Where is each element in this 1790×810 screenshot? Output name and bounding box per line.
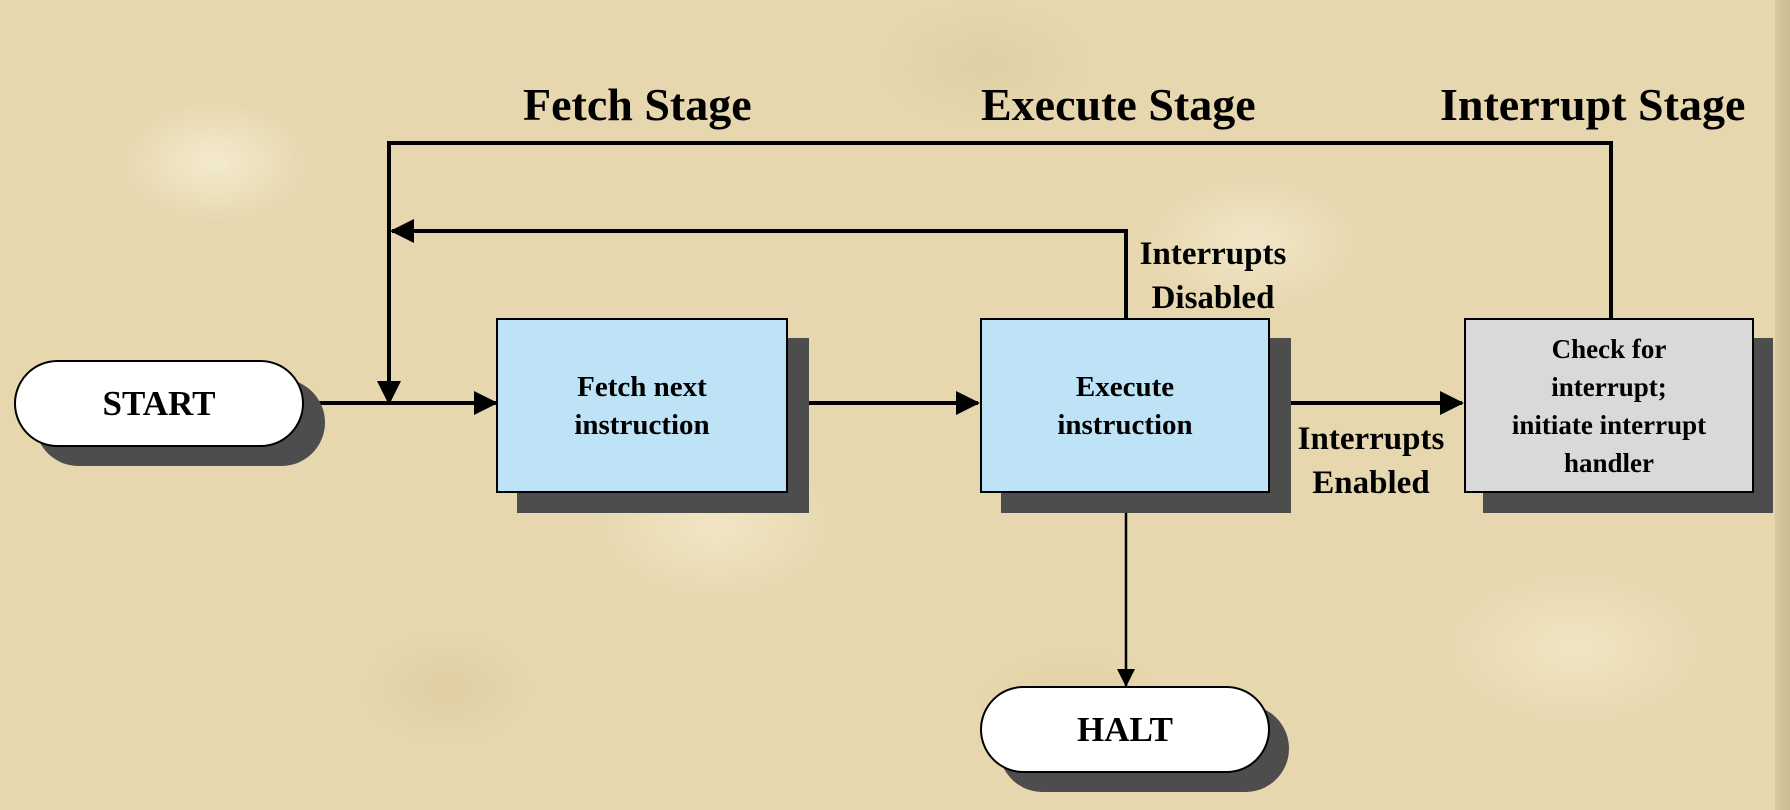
start-label: START — [14, 360, 304, 447]
execute-box-line: instruction — [1057, 408, 1193, 441]
loop-interrupts-disabled — [390, 219, 1128, 318]
halt-label: HALT — [980, 686, 1270, 773]
loop-interrupt-return — [377, 141, 1613, 405]
stage-title-fetch: Fetch Stage — [523, 79, 752, 130]
page-edge-strip — [1775, 0, 1790, 810]
edge-label-line: Enabled — [1312, 465, 1430, 501]
stage-title-interrupt: Interrupt Stage — [1440, 79, 1746, 130]
check-interrupt-line: handler — [1563, 447, 1654, 478]
check-interrupt-box-body: Check for interrupt; initiate interrupt … — [1464, 318, 1754, 493]
fetch-box-line: Fetch next — [577, 370, 707, 403]
edge-label-line: Interrupts — [1297, 421, 1445, 457]
edge-label-interrupts-disabled: Interrupts Disabled — [1128, 232, 1298, 320]
check-interrupt-line: initiate interrupt — [1511, 409, 1707, 440]
stage-title-execute: Execute Stage — [981, 79, 1256, 130]
execute-box-line: Execute — [1075, 370, 1175, 403]
edge-label-interrupts-enabled: Interrupts Enabled — [1286, 417, 1456, 505]
fetch-box-body: Fetch next instruction — [496, 318, 788, 493]
check-interrupt-line: interrupt; — [1551, 371, 1667, 402]
edge-label-line: Disabled — [1151, 280, 1275, 316]
fetch-box-line: instruction — [574, 408, 710, 441]
execute-box-body: Execute instruction — [980, 318, 1270, 493]
edge-label-line: Interrupts — [1139, 236, 1287, 272]
check-interrupt-line: Check for — [1551, 333, 1667, 364]
